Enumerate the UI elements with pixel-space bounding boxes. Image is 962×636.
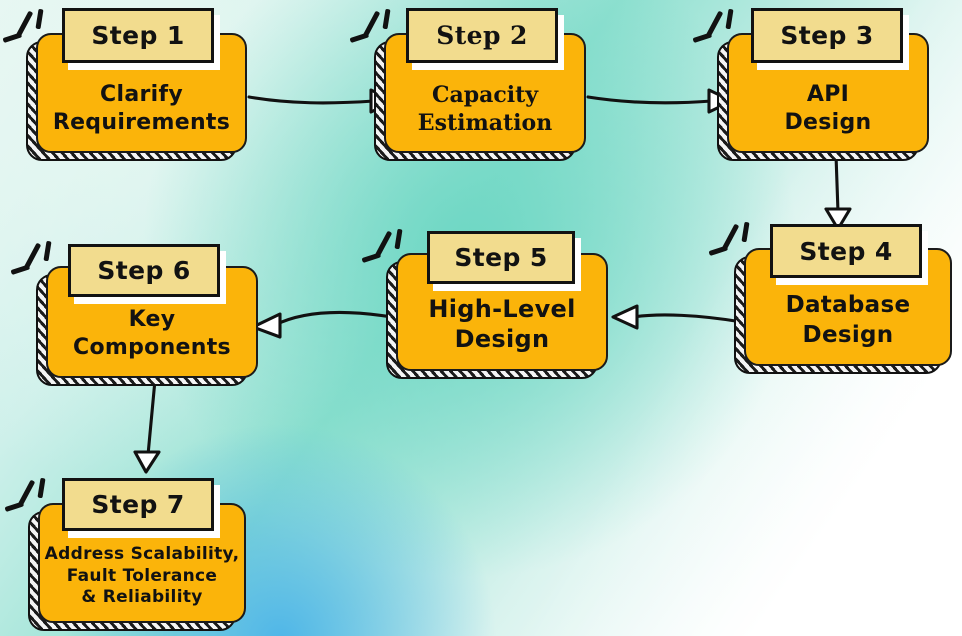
badge-step-3: Step 3	[751, 8, 903, 63]
spark-icon-step-7	[4, 477, 54, 521]
connector-step4-step5	[611, 304, 744, 330]
connector-step5-step6	[251, 310, 394, 339]
card-text-step-7: Address Scalability, Fault Tolerance & R…	[44, 543, 240, 608]
spark-icon-step-6	[10, 240, 60, 284]
spark-icon-step-5	[361, 228, 411, 272]
connector-step2-step3	[586, 88, 734, 114]
badge-step-1: Step 1	[62, 8, 214, 63]
card-text-step-3: API Design	[784, 81, 872, 135]
badge-step-2: Step 2	[406, 8, 558, 63]
spark-icon-step-3	[692, 8, 742, 52]
badge-label-step-6: Step 6	[97, 256, 191, 285]
spark-icon-step-1	[2, 8, 52, 52]
badge-label-step-3: Step 3	[780, 21, 874, 50]
connector-step6-step7	[133, 378, 161, 474]
card-text-step-2: Capacity Estimation	[417, 81, 553, 136]
spark-icon-step-4	[708, 221, 758, 265]
badge-label-step-1: Step 1	[91, 21, 185, 50]
badge-step-5: Step 5	[427, 231, 575, 284]
card-text-step-1: Clarify Requirements	[52, 81, 231, 135]
card-text-step-4: Database Design	[785, 292, 911, 348]
badge-label-step-5: Step 5	[454, 243, 548, 272]
connector-step3-step4	[824, 153, 852, 231]
connector-step1-step2	[247, 88, 396, 114]
card-text-step-5: High-Level Design	[428, 294, 576, 354]
spark-icon-step-2	[349, 8, 399, 52]
badge-label-step-4: Step 4	[799, 236, 893, 266]
badge-step-6: Step 6	[68, 244, 220, 297]
badge-label-step-2: Step 2	[436, 21, 528, 50]
badge-label-step-7: Step 7	[91, 490, 185, 519]
badge-step-7: Step 7	[62, 478, 214, 531]
badge-step-4: Step 4	[770, 224, 922, 278]
